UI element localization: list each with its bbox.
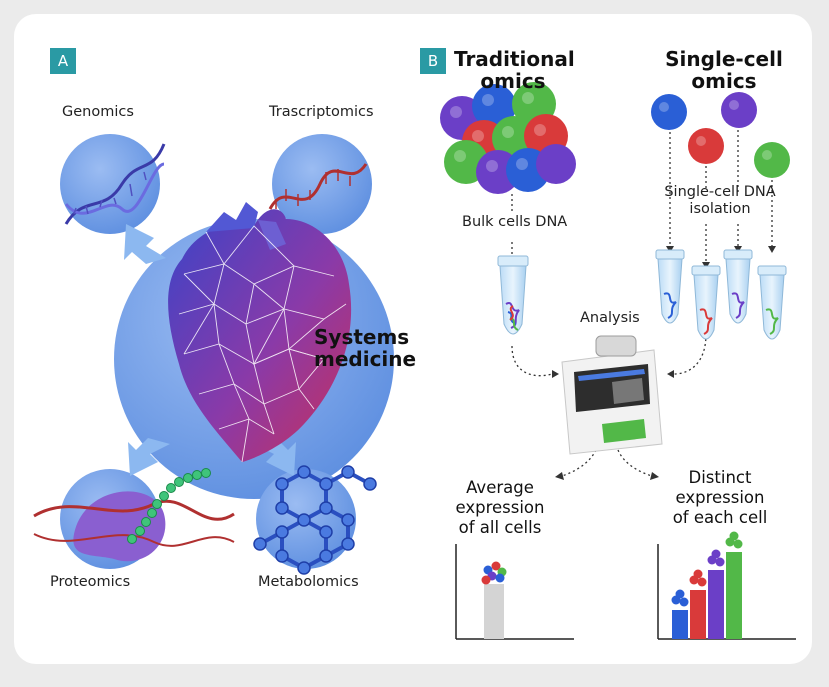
distinct-line2: expression [675,488,765,507]
arrow-proteomics [128,438,170,476]
single-cells [651,92,790,178]
single-tube-3 [723,249,753,324]
proteomics-illustration [33,468,235,562]
single-tube-4 [757,265,787,340]
transcriptomics-sphere [272,134,372,234]
distinct-expression-caption: Distinct expression of each cell [660,468,780,528]
single-cell-isolation-label: Single-cell DNA isolation [658,184,782,218]
analysis-label: Analysis [580,310,640,326]
mixed-cells-icon [481,561,507,585]
metabolite-network [253,465,377,575]
traditional-omics-title: Traditional omics [454,47,575,93]
single-cell-omics-line2: omics [691,69,757,93]
bulk-cell-clump [440,82,576,194]
tube-dna [505,292,779,335]
single-tube-2 [691,265,721,340]
systems-medicine-line1: Systems [314,325,410,349]
bulk-cells-dna-label: Bulk cells DNA [462,214,568,230]
dna-helix-genomics [64,143,166,225]
average-line2: expression [455,498,545,517]
average-expression-caption: Average expression of all cells [444,478,556,538]
single-cell-omics-line1: Single-cell [665,47,783,71]
genomics-sphere [60,134,160,234]
systems-medicine-label: Systems medicine [314,325,417,371]
average-line3: of all cells [458,518,542,537]
heart-illustration [168,202,352,463]
distinct-line3: of each cell [672,508,768,527]
genomics-label: Genomics [62,104,134,120]
traditional-omics-line2: omics [480,69,546,93]
distinct-line1: Distinct [688,468,752,487]
systems-medicine-line2: medicine [314,347,417,371]
rna-strand [268,163,368,210]
panel-a-label: A [50,48,76,74]
transcriptomics-label: Trascriptomics [269,104,374,120]
figure-graphics [33,82,796,640]
bar-blue [672,610,688,639]
analyzer-machine [561,335,663,455]
tubes [497,249,787,340]
figure-canvas: A B Genomics Trascriptomics Proteomics M… [14,14,812,664]
isolation-line1: Single-cell DNA [664,184,776,200]
traditional-omics-line1: Traditional [454,47,575,71]
proteomics-label: Proteomics [50,574,131,590]
bar-purple [708,570,724,639]
panel-b-label: B [420,48,446,74]
dotted-connectors [511,130,773,477]
metabolomics-label: Metabolomics [258,574,359,590]
average-expression-plot [455,544,574,640]
isolation-line2: isolation [689,201,751,217]
average-line1: Average [466,478,534,497]
distinct-expression-plot [657,531,796,640]
arrow-genomics [124,224,166,264]
single-cell-omics-title: Single-cell omics [662,48,786,92]
cell-icons [671,531,743,607]
bar-red [690,590,706,639]
single-tube-1 [655,249,685,324]
bar-green [726,552,742,639]
bulk-tube [497,255,529,335]
average-bar [484,584,504,639]
